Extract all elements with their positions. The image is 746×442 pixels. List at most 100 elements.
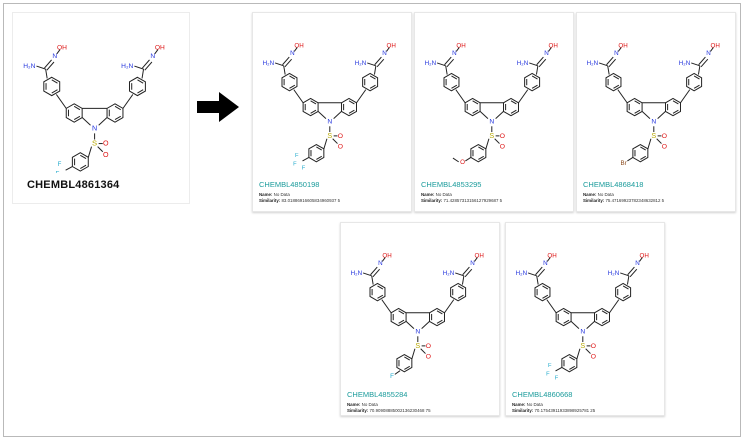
oxygen-atom: O — [591, 343, 596, 350]
bond — [377, 294, 384, 299]
name-label: Name: — [259, 192, 273, 197]
bond — [627, 157, 634, 162]
bond — [546, 299, 557, 314]
bond — [657, 111, 666, 119]
bond — [134, 65, 144, 70]
bond — [348, 100, 355, 105]
fluorine-atom: F — [390, 373, 394, 380]
similarity-label: Similarity: — [512, 408, 534, 413]
fluorine-atom: F — [555, 376, 559, 382]
bond — [420, 348, 426, 354]
benzene-ring — [534, 282, 551, 302]
bond — [289, 75, 296, 80]
bond — [56, 49, 61, 55]
oxygen-atom: O — [338, 143, 343, 150]
sulfur-atom: S — [327, 131, 332, 140]
bond — [465, 157, 472, 162]
amine-label: H₂N — [679, 60, 690, 67]
hydroxyl-label: OH — [382, 253, 391, 260]
bond — [622, 285, 629, 290]
bond — [634, 109, 641, 114]
benzene-ring — [106, 103, 124, 123]
hydroxyl-label: OH — [475, 253, 484, 260]
bond — [535, 65, 539, 75]
result-compound-id-link[interactable]: CHEMBL4860668 — [512, 390, 573, 399]
bond — [451, 75, 458, 80]
bond — [373, 65, 377, 75]
bond — [569, 356, 575, 361]
result-compound-id-link[interactable]: CHEMBL4850198 — [259, 180, 320, 189]
bond — [617, 89, 628, 104]
bond — [141, 59, 150, 69]
bond — [529, 62, 539, 67]
hydroxyl-label: OH — [155, 45, 165, 52]
bond — [446, 58, 455, 68]
bond — [274, 62, 284, 67]
amine-label: H₂N — [355, 60, 366, 67]
result-name: No Data — [597, 192, 614, 197]
bond — [293, 47, 298, 52]
similarity-label: Similarity: — [347, 408, 369, 413]
hydroxyl-label: OH — [387, 43, 396, 50]
bond — [144, 61, 153, 71]
bond — [607, 65, 610, 75]
bond — [546, 257, 551, 262]
imine-nitrogen-label: N — [706, 50, 711, 57]
bond — [451, 84, 458, 89]
bond — [542, 294, 549, 299]
amine-label: H₂N — [425, 60, 436, 67]
benzene-ring — [128, 76, 146, 97]
nitrogen-atom: N — [92, 124, 97, 132]
bond — [710, 47, 714, 52]
bond — [693, 75, 700, 80]
benzene-ring — [632, 143, 649, 163]
oxygen-atom: O — [662, 133, 667, 140]
bond — [73, 105, 81, 111]
bond — [333, 111, 342, 119]
imine-nitrogen-label: N — [378, 260, 383, 267]
right-arrow-icon — [197, 92, 239, 122]
bond — [452, 157, 459, 163]
result-compound-id-link[interactable]: CHEMBL4853295 — [421, 180, 482, 189]
bond — [386, 47, 390, 52]
bond — [455, 47, 460, 52]
amine-label: H₂N — [23, 63, 35, 70]
bond — [570, 321, 580, 329]
bond — [316, 155, 322, 160]
sulfur-atom: S — [580, 341, 585, 350]
bond — [639, 257, 643, 262]
bond — [478, 146, 484, 151]
amine-label: H₂N — [443, 270, 454, 277]
bond — [114, 115, 121, 121]
oxygen-atom: O — [426, 343, 431, 350]
bond — [310, 109, 317, 114]
result-compound-id-link[interactable]: CHEMBL4855284 — [347, 390, 408, 399]
bond — [640, 146, 646, 151]
bond — [369, 84, 376, 89]
bond — [377, 285, 384, 290]
benzene-ring — [450, 282, 467, 302]
result-similarity: 75.47169923782348632812 5 — [605, 198, 665, 203]
bond — [586, 321, 595, 329]
benzene-ring — [524, 72, 541, 92]
bond — [622, 294, 629, 299]
bond — [672, 109, 679, 114]
fluorine-atom: F — [302, 166, 306, 172]
bond — [601, 310, 608, 315]
result-compound-id-link[interactable]: CHEMBL4868418 — [583, 180, 644, 189]
bond — [613, 75, 620, 80]
benzene-ring — [470, 143, 487, 163]
benzene-ring — [71, 152, 89, 172]
bond — [518, 89, 529, 104]
fluorine-atom: F — [56, 170, 60, 173]
bond — [457, 285, 464, 290]
hydroxyl-label: OH — [549, 43, 558, 50]
bond — [284, 58, 293, 68]
